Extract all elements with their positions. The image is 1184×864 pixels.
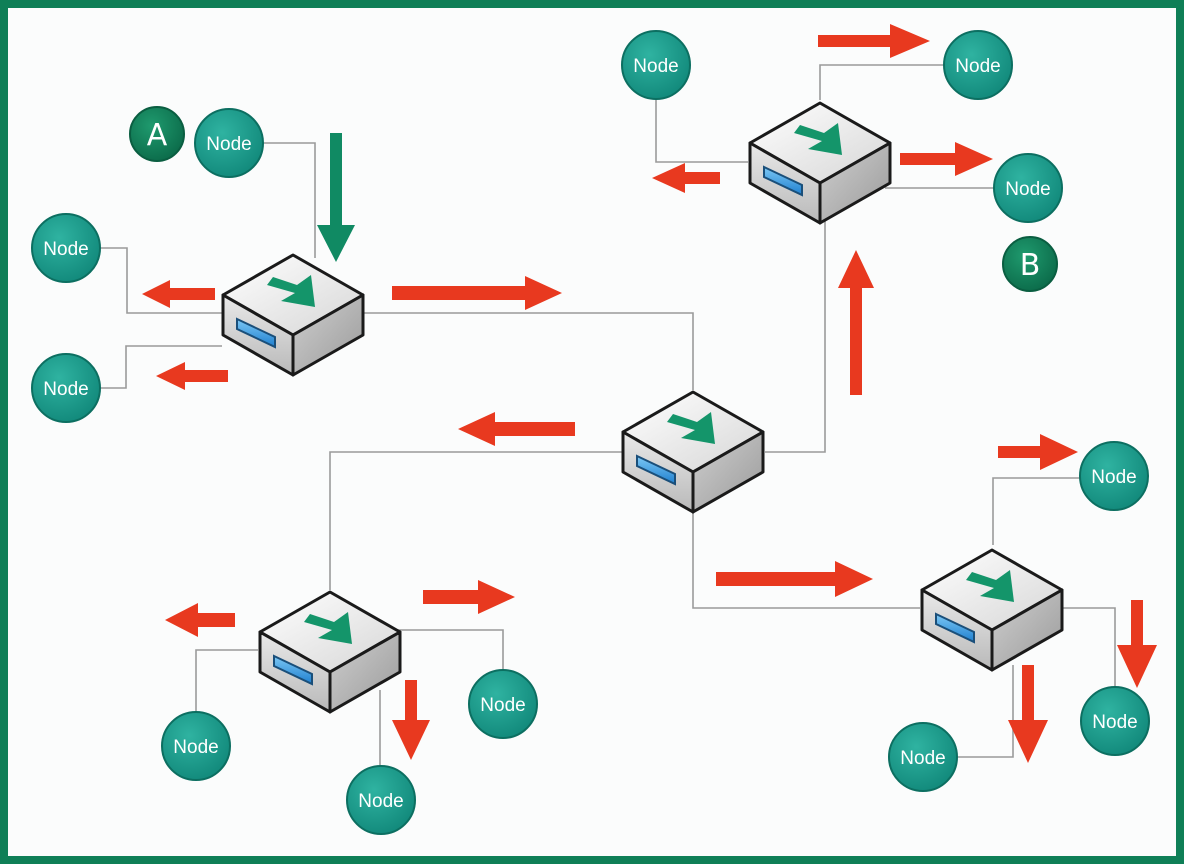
green-arrow-down [317, 133, 355, 262]
svg-text:A: A [147, 118, 168, 153]
red-arrow-down [1117, 600, 1157, 688]
red-arrow-right [392, 276, 562, 310]
link-line [765, 215, 826, 453]
link-line [195, 649, 258, 712]
connection-lines [98, 64, 1116, 768]
link-line [364, 312, 694, 390]
svg-text:Node: Node [633, 56, 678, 77]
svg-text:Node: Node [480, 695, 525, 716]
link-line [819, 64, 948, 100]
link-line [98, 345, 222, 389]
node-icon: Node [194, 108, 264, 178]
svg-text:B: B [1020, 248, 1041, 283]
red-arrow-right [423, 580, 515, 614]
red-arrow-right [818, 24, 930, 58]
flow-arrows [142, 24, 1157, 763]
link-line [98, 247, 222, 314]
link-line [258, 142, 316, 258]
node-icon: Node [346, 765, 416, 835]
svg-text:Node: Node [1005, 179, 1050, 200]
svg-text:Node: Node [173, 737, 218, 758]
marker-b: B [1002, 236, 1058, 292]
red-arrow-right [998, 434, 1078, 470]
link-line [692, 505, 920, 609]
link-line [397, 629, 504, 670]
red-arrow-up [838, 250, 874, 395]
link-line [992, 477, 1080, 545]
network-switch-icon [621, 390, 765, 514]
link-line [329, 451, 622, 590]
marker-a: A [129, 106, 185, 162]
red-arrow-down [1008, 665, 1048, 763]
node-icon: Node [1080, 686, 1150, 756]
link-line [1062, 607, 1116, 688]
network-switch-icon [258, 590, 402, 714]
node-icon: Node [1079, 441, 1149, 511]
svg-text:Node: Node [358, 791, 403, 812]
node-icon: Node [468, 669, 538, 739]
red-arrow-right [900, 142, 993, 176]
network-switch-icon [920, 548, 1064, 672]
red-arrow-left [156, 362, 228, 390]
node-icon: Node [31, 213, 101, 283]
node-icon: Node [888, 722, 958, 792]
node-icon: Node [31, 353, 101, 423]
red-arrow-left [458, 412, 575, 446]
red-arrow-right [716, 561, 873, 597]
red-arrow-down [392, 680, 430, 760]
svg-text:Node: Node [206, 134, 251, 155]
red-arrow-left [652, 163, 720, 193]
node-icon: Node [621, 30, 691, 100]
svg-text:Node: Node [43, 379, 88, 400]
network-diagram: A B Node Node Node Node Node Node Node N… [31, 24, 1157, 835]
node-icon: Node [943, 30, 1013, 100]
node-icon: Node [161, 711, 231, 781]
svg-text:Node: Node [1091, 467, 1136, 488]
svg-text:Node: Node [955, 56, 1000, 77]
network-switch-icon [221, 253, 365, 377]
red-arrow-left [142, 280, 215, 308]
red-arrow-left [165, 603, 235, 637]
svg-text:Node: Node [43, 239, 88, 260]
link-line [957, 665, 1014, 758]
svg-text:Node: Node [1092, 712, 1137, 733]
network-switch-icon [748, 101, 892, 225]
svg-text:Node: Node [900, 748, 945, 769]
node-icon: Node [993, 153, 1063, 223]
